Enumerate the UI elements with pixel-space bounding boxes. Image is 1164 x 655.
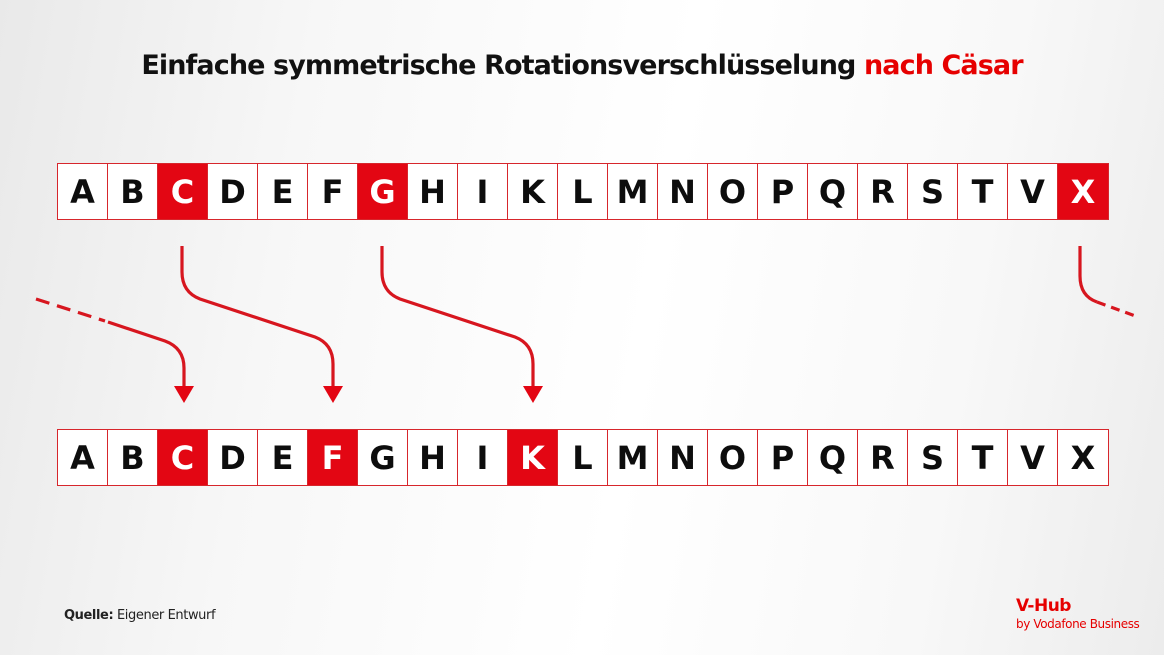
brand-name: V-Hub [1016,596,1071,616]
cipher-cell-highlighted: K [508,430,558,485]
plain-cell: V [1008,164,1058,219]
arrow-wrap-incoming-dashed [35,297,106,323]
plain-cell: R [858,164,908,219]
cipher-cell-highlighted: F [308,430,358,485]
source-note: Quelle: Eigener Entwurf [64,608,216,623]
arrow-x-to-c [107,320,186,388]
plain-cell: E [258,164,308,219]
arrow-x-outgoing-dashed [1096,300,1139,319]
plain-cell: D [208,164,258,219]
plain-cell: S [908,164,958,219]
plain-cell: Q [808,164,858,219]
cipher-cell: N [658,430,708,485]
plain-cell: O [708,164,758,219]
plain-alphabet-row: A B C D E F G H I K L M N O P Q R S T V … [57,163,1109,220]
cipher-cell: L [558,430,608,485]
plain-cell-highlighted: X [1058,164,1108,219]
plain-cell: L [558,164,608,219]
cipher-alphabet-row: A B C D E F G H I K L M N O P Q R S T V … [57,429,1109,486]
cipher-cell: I [458,430,508,485]
cipher-cell: S [908,430,958,485]
cipher-cell: T [958,430,1008,485]
plain-cell: N [658,164,708,219]
plain-cell: A [58,164,108,219]
cipher-cell-highlighted: C [158,430,208,485]
cipher-cell: P [758,430,808,485]
cipher-cell: Q [808,430,858,485]
cipher-cell: R [858,430,908,485]
arrowhead-icon [523,386,543,403]
plain-cell: M [608,164,658,219]
brand-logo: V-Hub by Vodafone Business [1016,596,1140,631]
cipher-cell: A [58,430,108,485]
cipher-cell: H [408,430,458,485]
cipher-cell: O [708,430,758,485]
page-title: Einfache symmetrische Rotationsverschlüs… [0,50,1164,81]
cipher-cell: V [1008,430,1058,485]
source-value: Eigener Entwurf [113,608,216,623]
cipher-cell: G [358,430,408,485]
plain-cell: K [508,164,558,219]
arrowhead-icon [323,386,343,403]
cipher-cell: M [608,430,658,485]
plain-cell-highlighted: G [358,164,408,219]
title-main: Einfache symmetrische Rotationsverschlüs… [141,50,864,81]
plain-cell: H [408,164,458,219]
plain-cell: T [958,164,1008,219]
plain-cell-highlighted: C [158,164,208,219]
arrow-g-to-k [380,246,535,388]
cipher-cell: E [258,430,308,485]
source-label: Quelle: [64,608,114,623]
plain-cell: F [308,164,358,219]
cipher-cell: D [208,430,258,485]
plain-cell: I [458,164,508,219]
plain-cell: P [758,164,808,219]
brand-subtitle: by Vodafone Business [1016,617,1140,631]
title-accent: nach Cäsar [863,50,1024,81]
arrowhead-icon [174,386,194,403]
cipher-cell: X [1058,430,1108,485]
arrow-x-outgoing [1078,246,1098,304]
plain-cell: B [108,164,158,219]
cipher-cell: B [108,430,158,485]
arrow-c-to-f [180,246,335,388]
